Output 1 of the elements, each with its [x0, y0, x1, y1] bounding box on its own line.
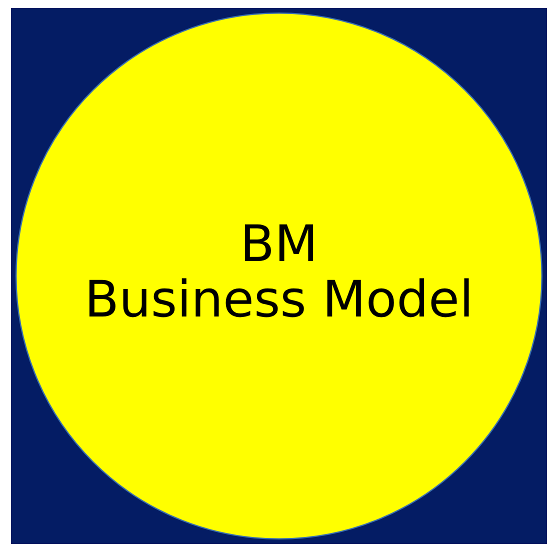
node-circle: BM Business Model — [14, 12, 542, 540]
